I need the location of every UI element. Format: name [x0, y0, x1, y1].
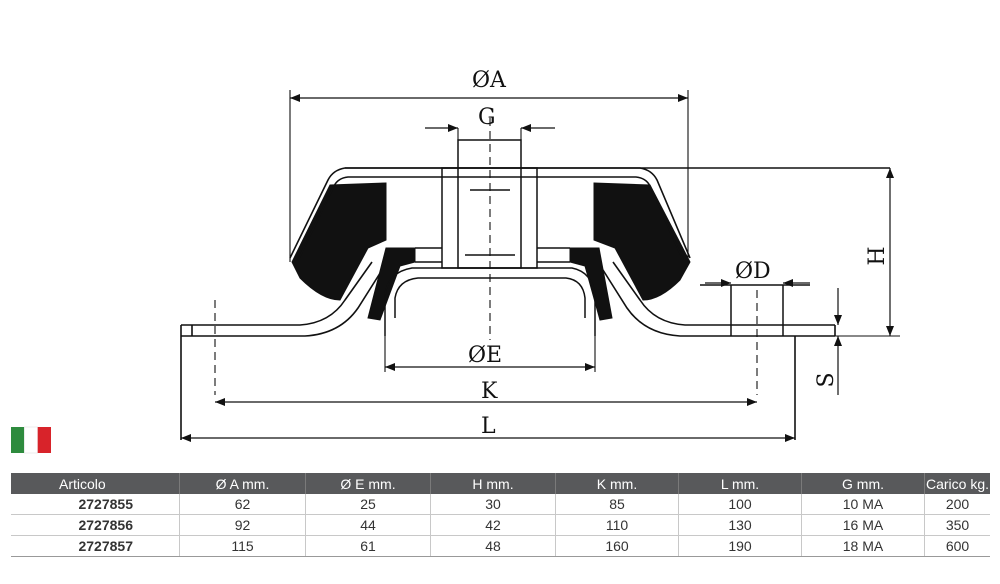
- cell-articolo: 2727856: [11, 514, 180, 536]
- cell-carico: 600: [924, 535, 990, 557]
- table-row: 2727856 92 44 42 110 130 16 MA 350: [11, 514, 990, 536]
- cell-diameter-e: 25: [305, 494, 431, 515]
- cell-diameter-e: 44: [305, 514, 431, 536]
- col-diameter-a: Ø A mm.: [179, 473, 306, 494]
- flag-stripe-white: [24, 426, 38, 454]
- label-diameter-a: ØA: [472, 68, 507, 93]
- cell-carico: 200: [924, 494, 990, 515]
- cell-g: 10 MA: [801, 494, 925, 515]
- cell-articolo: 2727857: [11, 535, 180, 557]
- mounting-hole: [700, 284, 810, 336]
- col-k: K mm.: [555, 473, 679, 494]
- cell-h: 42: [430, 514, 556, 536]
- col-l: L mm.: [678, 473, 802, 494]
- label-h: H: [865, 246, 890, 265]
- table-row: 2727857 115 61 48 160 190 18 MA 600: [11, 535, 990, 557]
- cell-diameter-a: 62: [179, 494, 306, 515]
- cell-k: 160: [555, 535, 679, 557]
- cell-carico: 350: [924, 514, 990, 536]
- flag-stripe-green: [11, 427, 25, 453]
- cell-k: 110: [555, 514, 679, 536]
- label-s: S: [814, 372, 839, 387]
- cell-diameter-e: 61: [305, 535, 431, 557]
- technical-drawing: ØA G H ØD ØE K L S: [180, 68, 900, 442]
- cell-g: 18 MA: [801, 535, 925, 557]
- spec-table: Articolo Ø A mm. Ø E mm. H mm. K mm. L m…: [11, 473, 990, 557]
- label-l: L: [481, 414, 496, 439]
- italy-flag-icon: [11, 426, 51, 454]
- label-g: G: [478, 105, 496, 130]
- rubber-body: [291, 182, 691, 321]
- table-row: 2727855 62 25 30 85 100 10 MA 200: [11, 494, 990, 515]
- label-diameter-e: ØE: [468, 343, 502, 368]
- table-header-row: Articolo Ø A mm. Ø E mm. H mm. K mm. L m…: [11, 473, 990, 494]
- cell-l: 130: [678, 514, 802, 536]
- dimension-lines: [181, 94, 894, 442]
- cell-l: 190: [678, 535, 802, 557]
- base-plate: [180, 261, 836, 440]
- col-g: G mm.: [801, 473, 925, 494]
- center-lines: [214, 118, 758, 395]
- cell-h: 48: [430, 535, 556, 557]
- cell-diameter-a: 92: [179, 514, 306, 536]
- cell-k: 85: [555, 494, 679, 515]
- flag-stripe-red: [37, 427, 51, 453]
- label-k: K: [481, 379, 498, 404]
- label-diameter-d: ØD: [735, 259, 771, 284]
- col-articolo: Articolo: [11, 473, 180, 494]
- cell-articolo: 2727855: [11, 494, 180, 515]
- cell-diameter-a: 115: [179, 535, 306, 557]
- col-carico: Carico kg.: [924, 473, 990, 494]
- extension-lines: [289, 90, 900, 372]
- col-diameter-e: Ø E mm.: [305, 473, 431, 494]
- col-h: H mm.: [430, 473, 556, 494]
- cell-l: 100: [678, 494, 802, 515]
- cell-g: 16 MA: [801, 514, 925, 536]
- cell-h: 30: [430, 494, 556, 515]
